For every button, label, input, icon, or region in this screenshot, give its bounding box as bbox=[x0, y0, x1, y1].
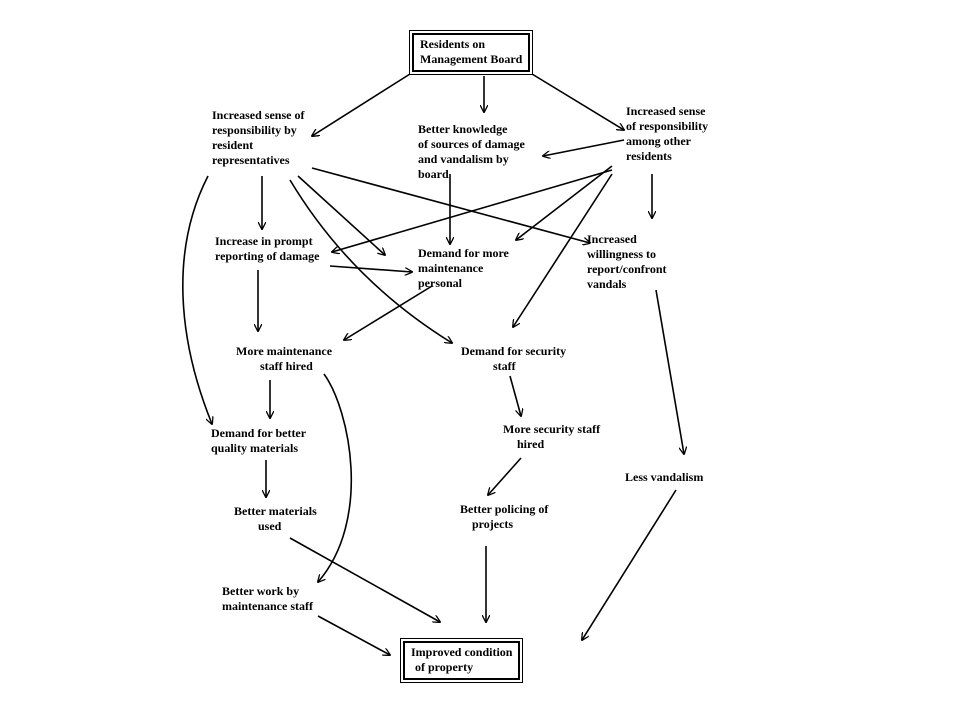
node-text-line: hired bbox=[517, 437, 545, 451]
node-willingness: Increased willingness to report/confront… bbox=[587, 232, 667, 292]
arrow-other-to-better-knowledge bbox=[543, 139, 625, 156]
node-text-line: Better knowledge bbox=[418, 122, 508, 136]
arrow-other-to-demand-security bbox=[513, 173, 613, 327]
node-text-line: Increased sense bbox=[626, 104, 706, 118]
arrow-other-to-demand-maintenance bbox=[516, 165, 613, 240]
arrow-representatives-to-willingness bbox=[311, 167, 590, 243]
arrow-board-to-resp-representatives bbox=[312, 73, 411, 136]
node-text-line: Increased sense of bbox=[212, 108, 305, 122]
node-text-line: Increase in prompt bbox=[215, 234, 313, 248]
node-text-line: maintenance staff bbox=[222, 599, 313, 613]
node-better-work: Better work by maintenance staff bbox=[222, 584, 313, 614]
arrow-board-to-resp-other-residents bbox=[531, 73, 624, 130]
node-maintenance-hired: More maintenance staff hired bbox=[236, 344, 332, 374]
node-text-line: used bbox=[258, 519, 282, 533]
node-text-line: among other bbox=[626, 134, 691, 148]
node-text-line: of sources of damage bbox=[418, 137, 525, 151]
node-text-line: vandals bbox=[587, 277, 627, 291]
arrow-better-work-to-improved-condition bbox=[317, 615, 390, 655]
node-policing: Better policing of projects bbox=[460, 502, 548, 532]
node-text-line: reporting of damage bbox=[215, 249, 320, 263]
node-text-line: resident bbox=[212, 138, 254, 152]
arrow-prompt-reporting-to-demand-maintenance bbox=[329, 265, 412, 272]
node-text-line: Demand for security bbox=[461, 344, 567, 358]
arrow-security-hired-to-policing bbox=[488, 457, 522, 495]
node-materials-used: Better materials used bbox=[234, 504, 317, 534]
arrow-maintenance-hired-to-better-work bbox=[318, 373, 353, 582]
node-text-line: maintenance bbox=[418, 261, 484, 275]
node-text-line: More security staff bbox=[503, 422, 601, 436]
node-text-line: quality materials bbox=[211, 441, 298, 455]
node-text-line: report/confront bbox=[587, 262, 667, 276]
arrow-representatives-to-demand-security bbox=[289, 179, 452, 343]
node-text-line: More maintenance bbox=[236, 344, 333, 358]
node-text-line: of property bbox=[415, 660, 474, 674]
node-text-line: Demand for better bbox=[211, 426, 307, 440]
arrow-less-vandalism-to-improved-condition bbox=[582, 489, 677, 640]
node-improved-condition: Improved condition of property bbox=[403, 641, 521, 680]
node-text-line: board bbox=[418, 167, 449, 181]
node-text-line: Less vandalism bbox=[625, 470, 704, 484]
node-text-line: responsibility by bbox=[212, 123, 297, 137]
node-text-line: Increased bbox=[587, 232, 637, 246]
node-text-line: Better materials bbox=[234, 504, 317, 518]
node-text-line: projects bbox=[472, 517, 514, 531]
node-better-knowledge: Better knowledge of sources of damage an… bbox=[418, 122, 525, 182]
node-text-line: Management Board bbox=[420, 52, 523, 66]
node-text-line: Improved condition bbox=[411, 645, 513, 659]
arrow-demand-maintenance-to-maintenance-hired bbox=[344, 285, 433, 340]
node-resp-representatives: Increased sense of responsibility by res… bbox=[212, 108, 304, 168]
node-text-line: willingness to bbox=[587, 247, 657, 261]
node-residents-board: Residents on Management Board bbox=[412, 33, 531, 72]
arrow-materials-used-to-improved-condition bbox=[289, 537, 440, 622]
node-text-line: Better policing of bbox=[460, 502, 549, 516]
node-text-line: of responsibility bbox=[626, 119, 709, 133]
node-text-line: representatives bbox=[212, 153, 290, 167]
node-security-hired: More security staff hired bbox=[503, 422, 600, 452]
node-demand-maintenance: Demand for more maintenance personal bbox=[418, 246, 509, 291]
node-resp-other-residents: Increased sense of responsibility among … bbox=[626, 104, 708, 164]
node-demand-materials: Demand for better quality materials bbox=[211, 426, 306, 456]
node-text-line: and vandalism by bbox=[418, 152, 509, 166]
node-text-line: residents bbox=[626, 149, 672, 163]
arrow-representatives-to-demand-maintenance bbox=[297, 175, 385, 255]
arrow-representatives-to-demand-materials bbox=[182, 175, 212, 424]
arrow-other-to-prompt-reporting bbox=[332, 169, 613, 252]
arrow-willingness-to-less-vandalism bbox=[655, 289, 684, 454]
node-text-line: personal bbox=[418, 276, 463, 290]
node-less-vandalism: Less vandalism bbox=[625, 470, 703, 485]
node-text-line: Better work by bbox=[222, 584, 300, 598]
node-text-line: staff bbox=[493, 359, 516, 373]
node-demand-security: Demand for security staff bbox=[461, 344, 566, 374]
node-text-line: Demand for more bbox=[418, 246, 509, 260]
node-prompt-reporting: Increase in prompt reporting of damage bbox=[215, 234, 319, 264]
arrow-demand-security-to-security-hired bbox=[509, 375, 521, 416]
node-text-line: staff hired bbox=[260, 359, 313, 373]
node-text-line: Residents on bbox=[420, 37, 486, 51]
